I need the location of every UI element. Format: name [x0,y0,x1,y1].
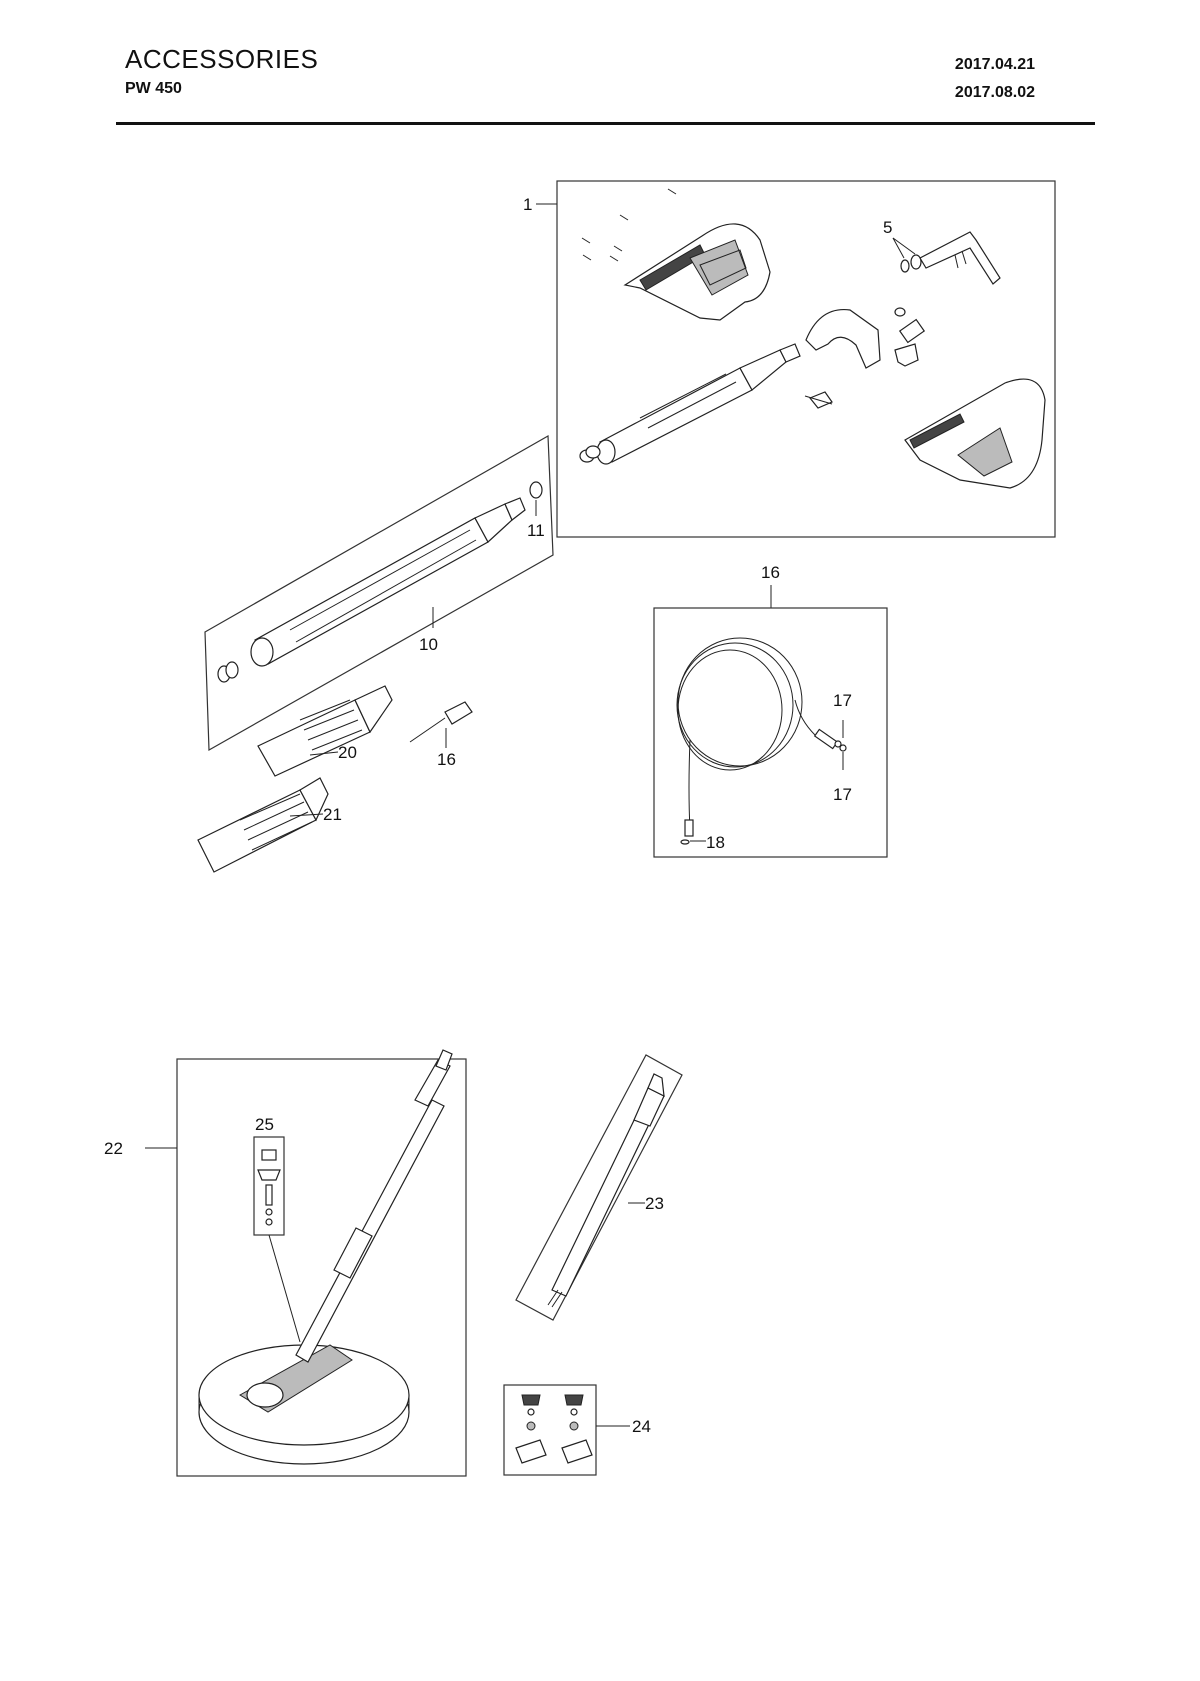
lance-box [204,434,554,752]
callout-18: 18 [706,833,725,852]
leader-line-5a [892,237,905,259]
callout-17-bottom: 17 [833,785,852,804]
page-title: ACCESSORIES [125,44,319,74]
nozzle-part-21 [197,777,329,873]
date-created: 2017.04.21 [954,56,1035,73]
extension-lance-part-23 [547,1073,665,1308]
nozzle-tips-group: 24 [503,1384,651,1476]
trigger-guard [805,308,881,369]
patio-cleaner-group: 22 25 [104,1049,467,1477]
o-ring-part-17b [839,744,847,752]
patio-cleaner-box [176,1058,467,1477]
nozzle-part-20 [257,685,393,777]
lance-tube-part-10 [217,497,526,683]
callout-5: 5 [883,218,892,237]
o-ring-part-17a [834,740,842,748]
gun-body-half [623,223,771,321]
cleaning-needle-part-16 [409,701,473,743]
callout-25: 25 [255,1115,274,1134]
model-name: PW 450 [125,80,182,97]
callout-20: 20 [338,743,357,762]
valve-fitting [894,307,926,367]
lance-group: 11 10 [204,434,554,752]
patio-cleaner-disc [198,1344,410,1465]
o-ring-part-11 [529,481,543,499]
extension-lance-box [515,1054,683,1321]
callout-23: 23 [645,1194,664,1213]
patio-cleaner-handle [295,1049,453,1363]
gun-handle-half [904,378,1046,489]
gun-assembly-box [556,180,1056,538]
swivel-kit-part-25 [257,1149,281,1226]
callout-11: 11 [527,521,545,540]
gun-lance-tube [579,343,801,465]
o-ring-part-18 [680,839,690,845]
gun-assembly-group: 1 5 [523,180,1056,538]
date-revised: 2017.08.02 [954,84,1035,101]
nozzle-tips-part-24 [515,1394,593,1464]
leader-line-5b [892,237,916,255]
hose-coil [676,637,839,837]
callout-10: 10 [419,635,438,654]
callout-17-top: 17 [833,691,852,710]
header-divider [116,122,1095,125]
callout-16-hose: 16 [761,563,780,582]
screws [581,188,677,262]
callout-21: 21 [323,805,342,824]
callout-16-needle: 16 [437,750,456,769]
extension-lance-group: 23 [515,1054,683,1321]
hose-box [653,607,888,858]
nozzle-tips-box [503,1384,597,1476]
connector-pipe-part-5 [900,231,1001,285]
callout-1: 1 [523,195,532,214]
trigger-lock [809,391,833,409]
callout-24: 24 [632,1417,651,1436]
callout-22: 22 [104,1139,123,1158]
hose-group: 16 17 17 18 [653,563,888,858]
